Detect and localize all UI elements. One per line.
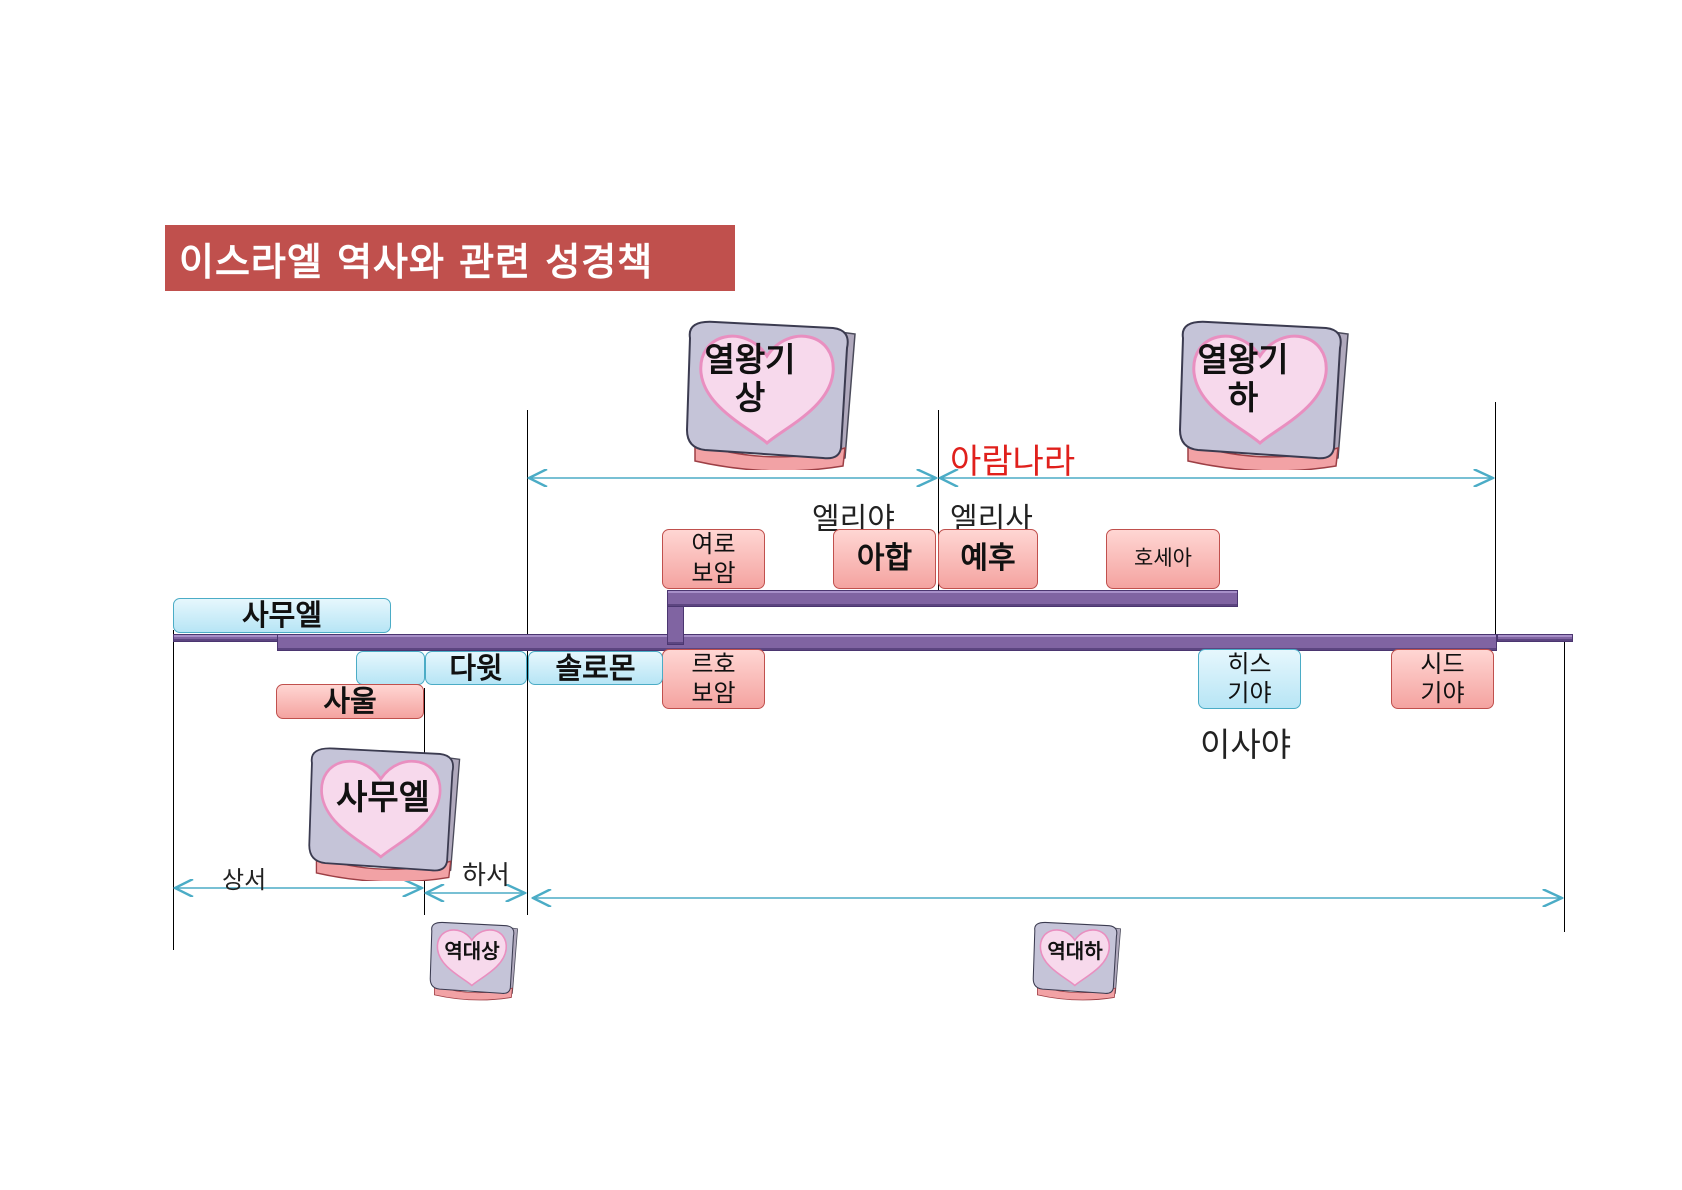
heart-book-icon — [308, 747, 461, 881]
king-saul: 사울 — [276, 684, 424, 719]
heart-book-icon — [1032, 921, 1122, 1001]
book-kings2: 열왕기 하 — [1168, 318, 1368, 470]
divider-chronicles-end — [1564, 640, 1565, 932]
aram-label: 아람나라 — [950, 442, 1076, 482]
divider-aram-start — [938, 410, 939, 598]
timeline-samuel-bar — [173, 634, 281, 642]
heart-book-icon — [685, 320, 856, 470]
heart-book-icon — [1178, 320, 1349, 470]
timeline-south-bar — [277, 634, 1497, 651]
saul-reign-blank-box — [356, 651, 425, 685]
book-chronicles2: 역대하 — [1027, 915, 1131, 1005]
king-jehu: 예후 — [938, 529, 1038, 589]
book-chronicles1: 역대상 — [424, 915, 528, 1005]
king-solomon: 솔로몬 — [528, 651, 663, 685]
heart-book-icon — [429, 921, 519, 1001]
samuel-period-box: 사무엘 — [173, 598, 391, 633]
page-title: 이스라엘 역사와 관련 성경책 — [165, 225, 735, 291]
prophet-isaiah: 이사야 — [1200, 725, 1292, 764]
book-samuel: 사무엘 — [298, 745, 478, 881]
samuel-first-label: 상서 — [222, 866, 267, 894]
king-hoshea: 호세아 — [1106, 529, 1220, 589]
book-kings1: 열왕기 상 — [675, 318, 875, 470]
timeline-exile-bar — [1497, 634, 1573, 642]
samuel-second-label: 하서 — [462, 861, 510, 891]
king-david: 다윗 — [425, 651, 527, 685]
timeline-north-bar — [667, 590, 1238, 607]
divider-aram-end — [1495, 402, 1496, 637]
divider-solomon-start — [527, 410, 528, 915]
divider-samuel-start — [173, 630, 174, 950]
king-ahab: 아합 — [833, 529, 936, 589]
